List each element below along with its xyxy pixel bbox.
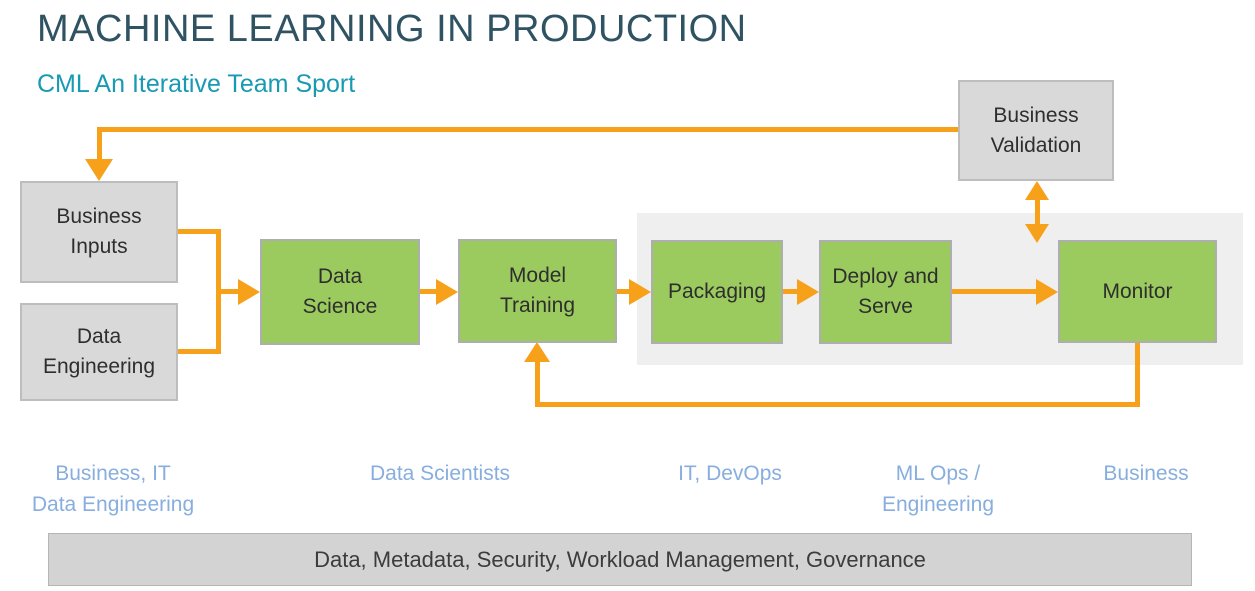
node-monitor: Monitor <box>1058 240 1217 343</box>
arrowhead-packaging-deploy <box>797 279 819 305</box>
connector-mt-packaging <box>617 289 631 294</box>
role-mlops-engineering: ML Ops / Engineering <box>881 462 995 516</box>
connector-into-data-science <box>216 289 240 294</box>
node-business-inputs: Business Inputs <box>20 181 178 283</box>
arrowhead-into-data-science <box>238 279 260 305</box>
node-data-engineering: Data Engineering <box>20 303 178 401</box>
role-it-devops: IT, DevOps <box>678 462 782 485</box>
arrowhead-into-business-inputs <box>85 159 113 181</box>
connector-validation-monitor <box>1035 198 1040 226</box>
connector-validation-down <box>97 127 102 161</box>
role-business-it-data-engineering: Business, IT Data Engineering <box>31 462 195 516</box>
node-packaging: Packaging <box>651 240 783 344</box>
page-subtitle: CML An Iterative Team Sport <box>37 70 356 98</box>
role-business: Business <box>1103 462 1189 485</box>
platform-capabilities-bar: Data, Metadata, Security, Workload Manag… <box>48 533 1192 586</box>
connector-packaging-deploy <box>783 289 799 294</box>
node-model-training: Model Training <box>458 239 617 343</box>
connector-data-engineering-out <box>176 349 221 354</box>
arrowhead-mt-packaging <box>629 279 651 305</box>
connector-monitor-down <box>1135 341 1140 407</box>
arrowhead-ds-mt <box>436 279 458 305</box>
connector-validation-horizontal <box>97 127 958 132</box>
page-title: MACHINE LEARNING IN PRODUCTION <box>37 8 747 50</box>
connector-ds-mt <box>420 289 438 294</box>
connector-feedback-horizontal <box>535 402 1140 407</box>
arrowhead-into-model-training <box>524 342 550 362</box>
arrowhead-validation-up <box>1025 181 1049 200</box>
connector-deploy-monitor <box>952 289 1038 294</box>
connector-business-inputs-out <box>176 229 221 234</box>
node-deploy-serve: Deploy and Serve <box>819 240 952 344</box>
role-data-scientists: Data Scientists <box>369 462 511 485</box>
platform-capabilities-label: Data, Metadata, Security, Workload Manag… <box>314 546 926 572</box>
arrowhead-deploy-monitor <box>1036 279 1058 305</box>
arrowhead-validation-down <box>1025 224 1049 243</box>
connector-feedback-up <box>535 362 540 407</box>
node-data-science: Data Science <box>260 239 420 345</box>
node-business-validation: Business Validation <box>958 80 1114 181</box>
